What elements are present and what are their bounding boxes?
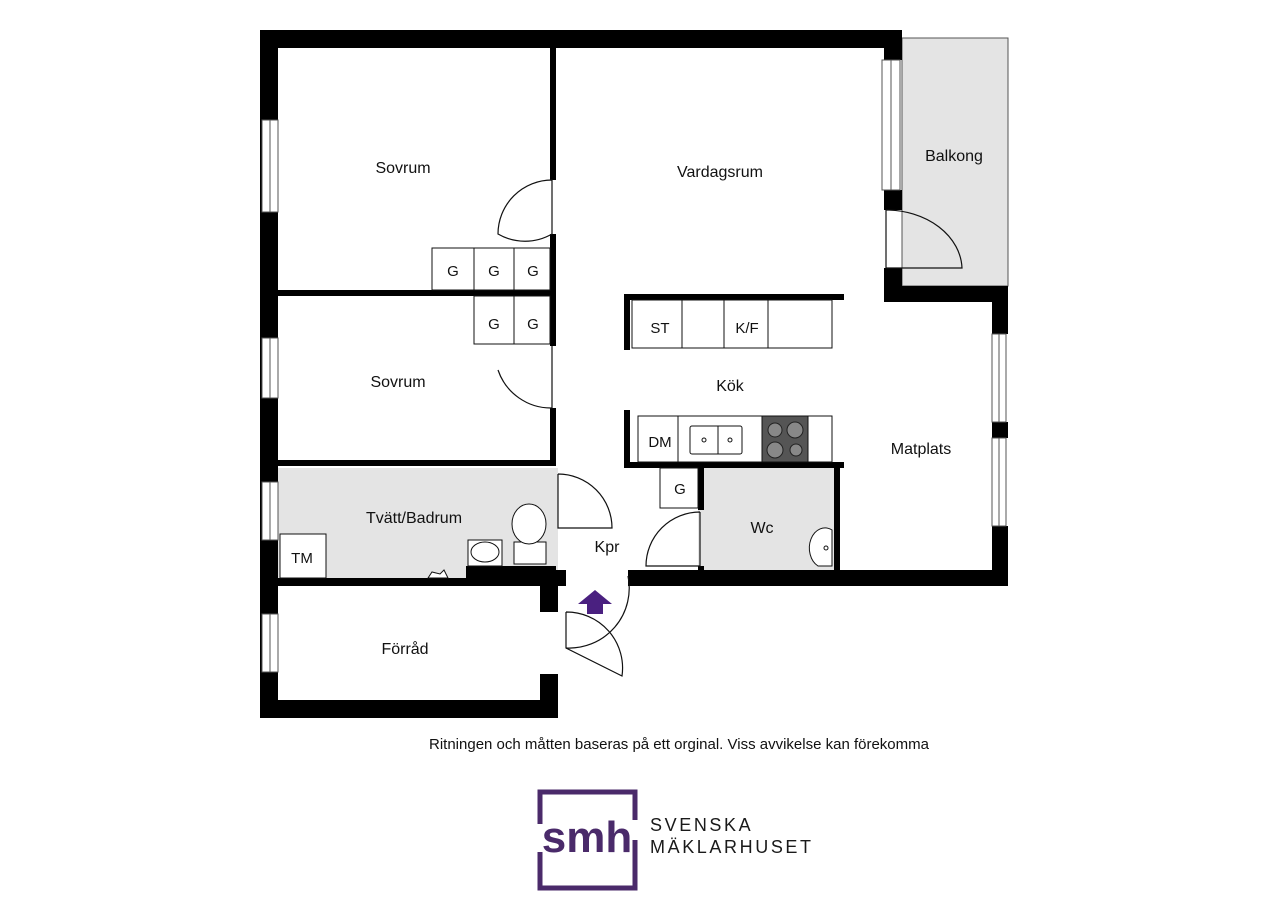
floor-plan: Sovrum Vardagsrum Balkong Sovrum Kök Mat… xyxy=(260,30,1009,718)
logo-monogram: smh xyxy=(542,813,632,862)
wardrobes xyxy=(431,247,699,509)
kitchen-counters xyxy=(631,299,833,463)
fridge-freezer-label: K/F xyxy=(735,320,758,337)
toilet-bowl xyxy=(511,503,547,545)
door-swing xyxy=(565,611,624,677)
stove-label: ST xyxy=(650,320,669,337)
doors xyxy=(497,179,963,677)
wardrobe-label: G xyxy=(674,481,686,498)
wardrobe xyxy=(473,247,515,291)
wardrobe xyxy=(431,247,475,291)
room-label-wc: Wc xyxy=(750,520,773,537)
wardrobe xyxy=(659,467,699,509)
wardrobe-label: G xyxy=(447,263,459,280)
wardrobe-label: G xyxy=(527,263,539,280)
washing-machine xyxy=(279,533,327,579)
door-swing xyxy=(497,346,553,409)
room-label-balkong: Balkong xyxy=(925,148,983,165)
floor-drain xyxy=(427,569,449,579)
entrance-arrow-icon xyxy=(578,590,612,614)
room-label-sovrum-1: Sovrum xyxy=(375,160,430,177)
wardrobe xyxy=(513,295,551,345)
fixture-labels: G G G G G G ST K/F DM TM xyxy=(291,263,759,567)
counter-top xyxy=(631,299,833,349)
windows xyxy=(261,59,1007,673)
bathroom-fixtures xyxy=(279,503,833,579)
room-label-kpr: Kpr xyxy=(595,539,621,556)
room-label-kok: Kök xyxy=(716,378,745,395)
entrance-door-swing xyxy=(565,575,630,649)
dishwasher-label: DM xyxy=(648,434,671,451)
wc-washbasin xyxy=(808,527,833,567)
brand-name: SVENSKA MÄKLARHUSET xyxy=(650,814,814,858)
wardrobe-label: G xyxy=(488,263,500,280)
wardrobe xyxy=(473,295,515,345)
wardrobe-label: G xyxy=(488,316,500,333)
room-labels: Sovrum Vardagsrum Balkong Sovrum Kök Mat… xyxy=(366,148,983,658)
room-label-matplats: Matplats xyxy=(891,441,951,458)
brand-line-2: MÄKLARHUSET xyxy=(650,837,814,857)
door-swing xyxy=(497,179,553,242)
room-label-forrad: Förråd xyxy=(381,640,428,658)
door-swing xyxy=(557,473,613,529)
washing-machine-label: TM xyxy=(291,550,313,567)
door-swing xyxy=(885,209,963,269)
sink xyxy=(689,425,743,455)
room-label-sovrum-2: Sovrum xyxy=(370,374,425,391)
brand-line-1: SVENSKA xyxy=(650,815,754,835)
door-swing xyxy=(645,511,701,567)
logo-frame xyxy=(537,789,638,891)
toilet-tank xyxy=(513,541,547,565)
wardrobe xyxy=(513,247,551,291)
wardrobe-label: G xyxy=(527,316,539,333)
brand-logo: smh xyxy=(537,789,638,891)
room-label-tvatt-badrum: Tvätt/Badrum xyxy=(366,510,462,527)
room-label-vardagsrum: Vardagsrum xyxy=(677,164,763,181)
disclaimer-text: Ritningen och måtten baseras på ett orgi… xyxy=(429,736,929,753)
